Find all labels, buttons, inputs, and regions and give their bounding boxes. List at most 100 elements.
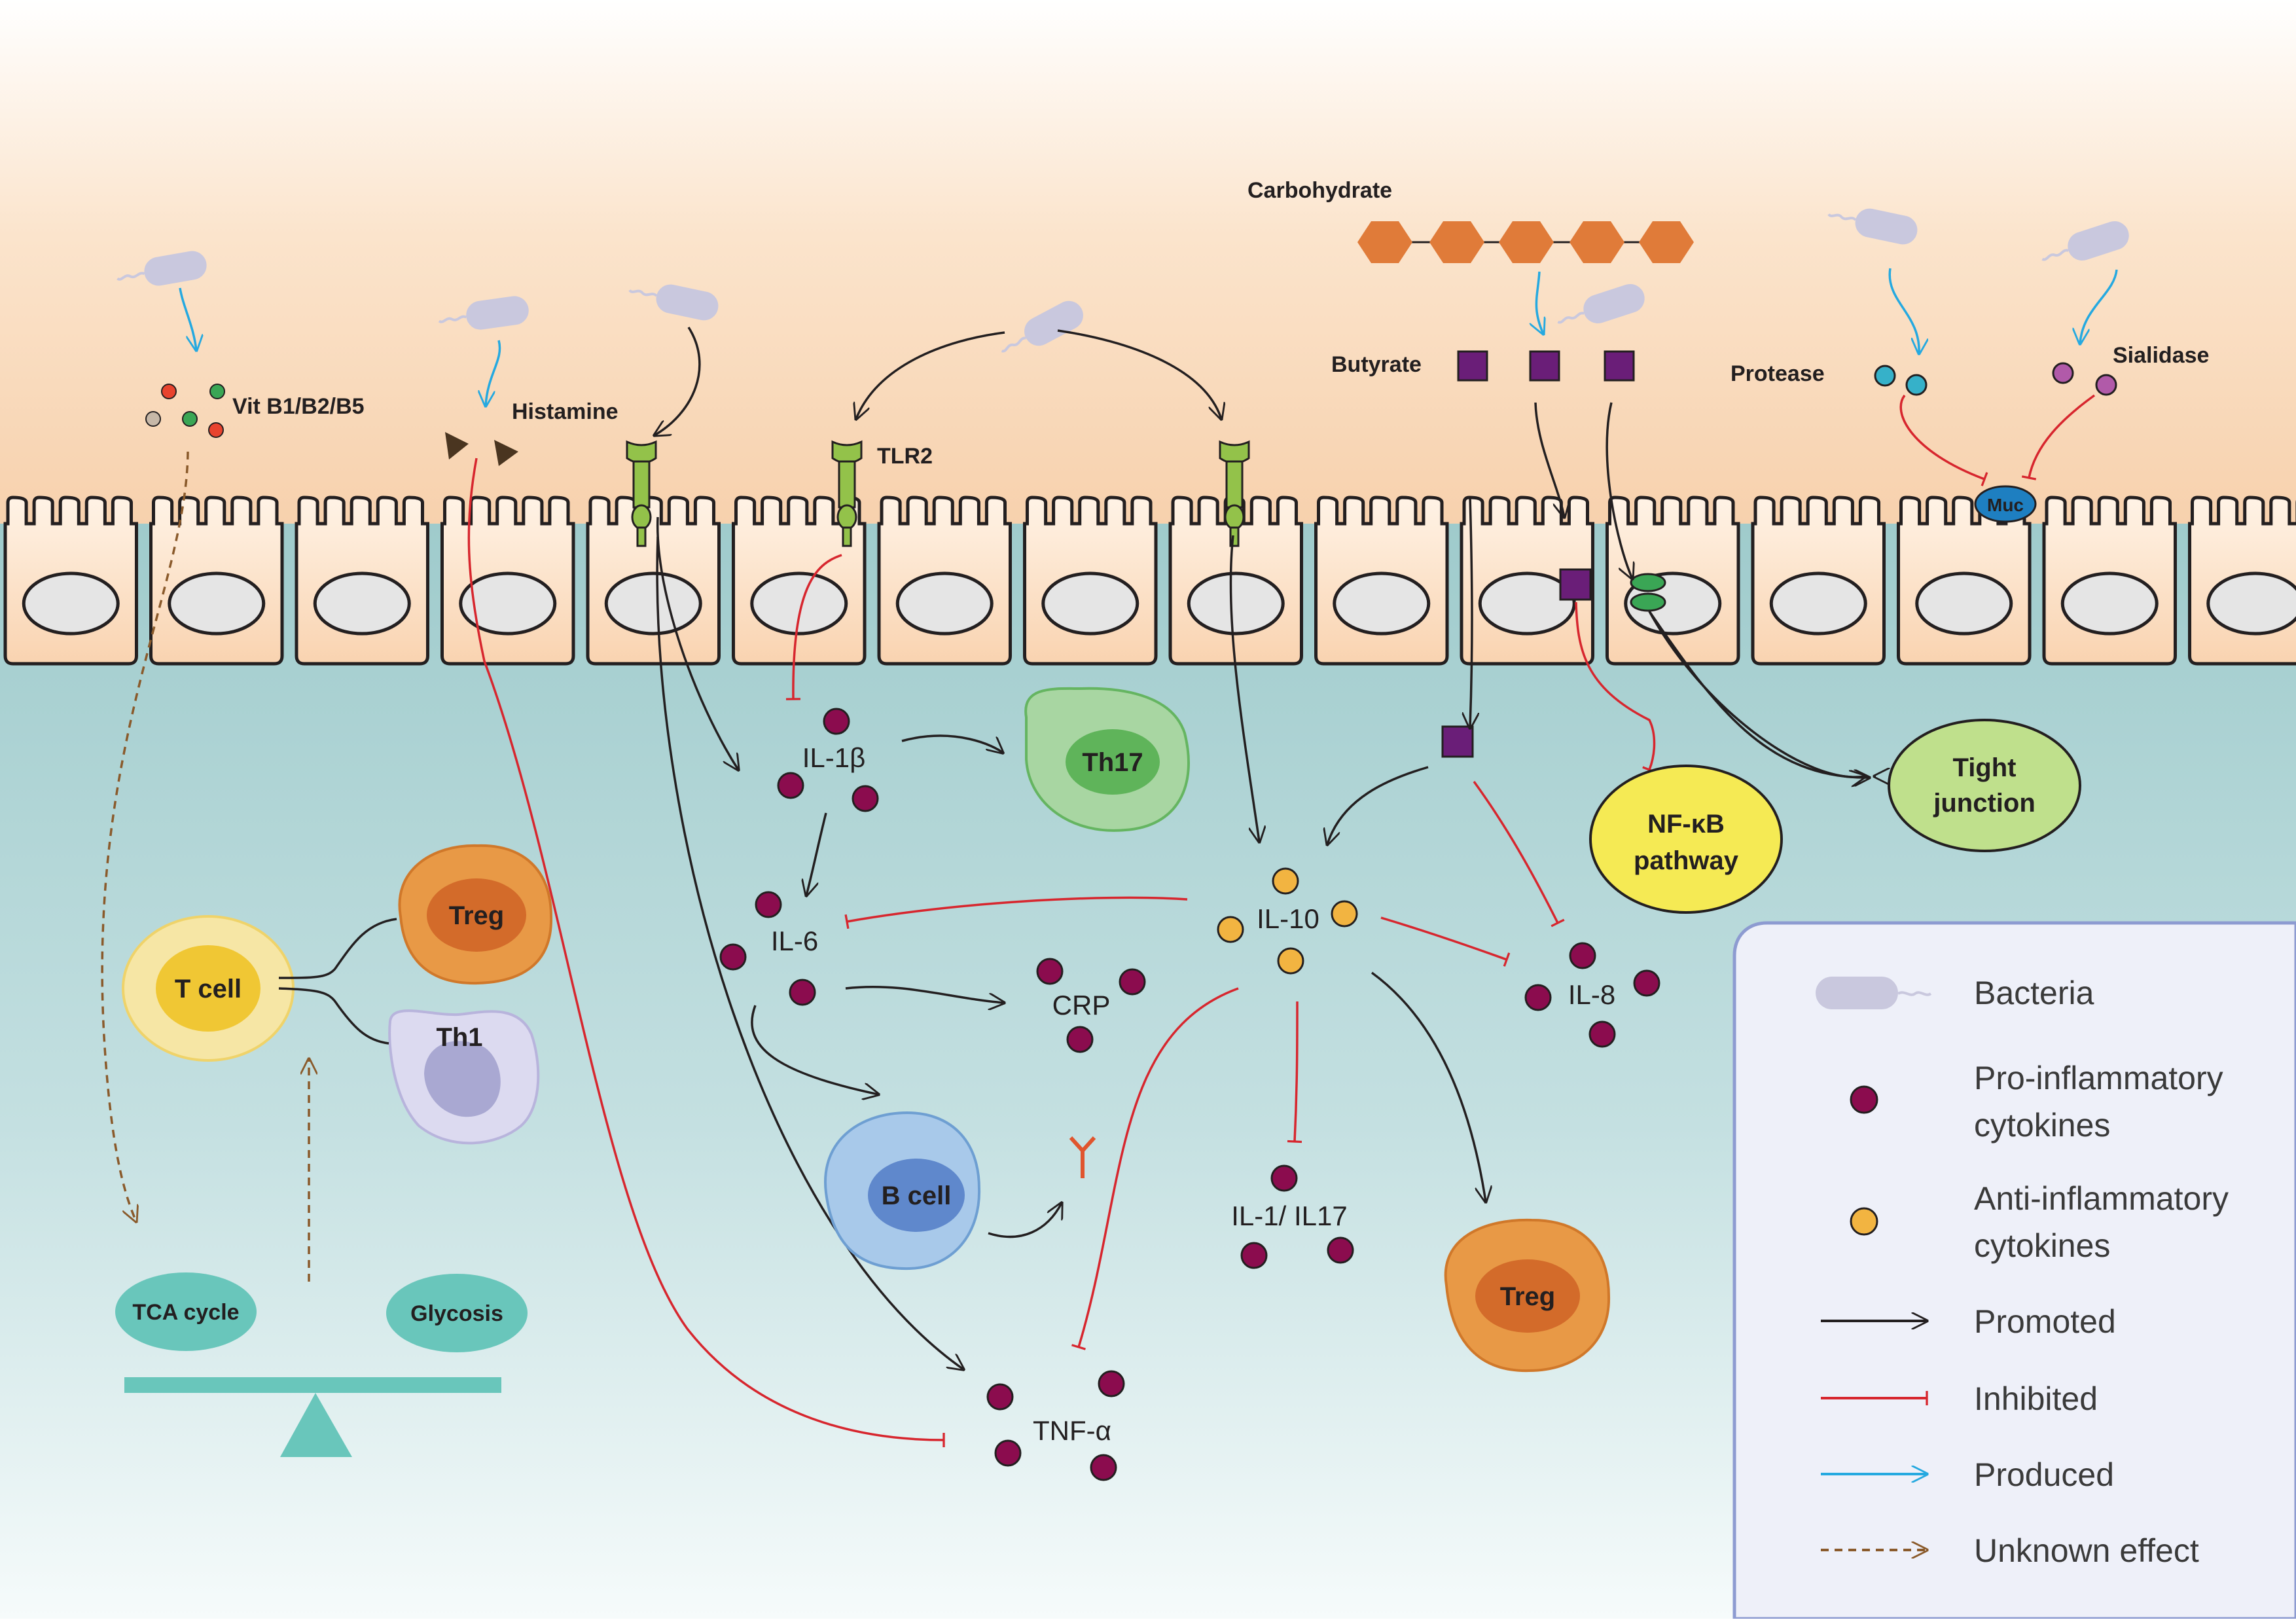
tlr2-tail — [637, 528, 645, 546]
pro-inflammatory-dot — [824, 709, 849, 734]
epithelial-nucleus — [2208, 573, 2296, 634]
pro-inflammatory-dot — [1570, 943, 1595, 968]
treg-label-left: Treg — [449, 901, 504, 930]
nfkb-pathway-node — [1590, 766, 1782, 912]
anti-inflammatory-dot — [1273, 869, 1298, 893]
treg-label-right: Treg — [1500, 1282, 1555, 1311]
tight-junction-label-line1: Tight — [1952, 753, 2016, 782]
epithelial-nucleus — [1335, 573, 1429, 634]
il1-il17-label: IL-1/ IL17 — [1231, 1200, 1347, 1231]
legend-pro-line1: Pro-inflammatory — [1974, 1060, 2223, 1096]
legend-pro-line2: cytokines — [1974, 1107, 2110, 1144]
butyrate-label: Butyrate — [1331, 352, 1422, 377]
pro-inflammatory-dot — [1099, 1371, 1124, 1396]
epithelial-layer — [5, 497, 2296, 664]
butyrate-square — [1530, 351, 1559, 380]
nfkb-label-line1: NF-κB — [1647, 810, 1725, 838]
epithelial-nucleus — [1189, 573, 1283, 634]
pro-inflammatory-dot — [1242, 1243, 1266, 1268]
tlr2-head — [1220, 442, 1249, 463]
tlr2-bulb — [838, 505, 856, 529]
tlr2-bulb — [1225, 505, 1244, 529]
pro-inflammatory-dot — [1590, 1022, 1615, 1047]
pro-inflammatory-dot — [778, 773, 803, 798]
legend-panel — [1734, 923, 2296, 1619]
pro-inflammatory-dot — [988, 1384, 1013, 1409]
butyrate-square-lamina — [1443, 727, 1473, 757]
th1-label: Th1 — [436, 1023, 482, 1052]
anti-inflammatory-dot — [1332, 901, 1357, 926]
tlr2-head — [833, 442, 861, 463]
epithelial-nucleus — [752, 573, 846, 634]
pro-inflammatory-dot — [721, 945, 745, 969]
il1b-label: IL-1β — [802, 742, 866, 773]
pro-inflammatory-dot — [853, 786, 878, 811]
mucin-label: Muc — [1987, 495, 2024, 515]
tlr2-head — [627, 442, 656, 463]
legend-bacteria-label: Bacteria — [1974, 975, 2094, 1011]
pro-inflammatory-dot — [1272, 1166, 1297, 1191]
pro-inflammatory-dot — [1328, 1238, 1353, 1263]
nfkb-label-line2: pathway — [1634, 846, 1739, 875]
epithelial-nucleus — [897, 573, 992, 634]
anti-inflammatory-dot — [1278, 948, 1303, 973]
protease-dot — [1907, 375, 1926, 395]
butyrate-square-intracellular — [1560, 569, 1590, 600]
tight-junction-label-line2: junction — [1933, 789, 2036, 818]
histamine-label: Histamine — [512, 399, 619, 424]
carbohydrate-label: Carbohydrate — [1247, 178, 1392, 203]
il10-label: IL-10 — [1257, 903, 1319, 934]
tlr2-tail — [843, 528, 851, 546]
b-cell-label: B cell — [882, 1181, 952, 1210]
epithelial-nucleus — [1917, 573, 2011, 634]
glycosis-label: Glycosis — [410, 1301, 503, 1326]
crp-label: CRP — [1052, 990, 1111, 1020]
tlr2-bulb — [632, 505, 651, 529]
pro-inflammatory-dot — [1091, 1455, 1116, 1480]
tlr2-label: TLR2 — [877, 444, 933, 469]
il6-label: IL-6 — [771, 926, 818, 956]
th17-label: Th17 — [1082, 748, 1143, 777]
pro-inflammatory-dot — [1067, 1027, 1092, 1052]
butyrate-square — [1458, 351, 1487, 380]
protease-dot — [1875, 366, 1895, 386]
legend-anti-inflammatory-dot — [1851, 1208, 1877, 1235]
lumen-background — [0, 0, 2296, 524]
tnfa-label: TNF-α — [1033, 1415, 1111, 1446]
epithelial-nucleus — [2062, 573, 2157, 634]
legend-promoted-label: Promoted — [1974, 1303, 2116, 1340]
legend: Bacteria Pro-inflammatory cytokines Anti… — [1734, 923, 2296, 1619]
pro-inflammatory-dot — [790, 980, 815, 1005]
tight-junction-node — [1889, 720, 2080, 851]
anti-inflammatory-dot — [1218, 917, 1243, 942]
epithelial-nucleus — [24, 573, 118, 634]
epithelial-nucleus — [606, 573, 700, 634]
butyrate-receptor — [1631, 574, 1665, 591]
pro-inflammatory-dot — [1120, 969, 1145, 994]
legend-anti-line2: cytokines — [1974, 1227, 2110, 1264]
pro-inflammatory-dot — [1634, 971, 1659, 996]
sialidase-dot — [2096, 375, 2116, 395]
vitamin-label: Vit B1/B2/B5 — [232, 394, 365, 419]
legend-unknown-label: Unknown effect — [1974, 1532, 2199, 1569]
pro-inflammatory-dot — [1526, 985, 1551, 1010]
il8-label: IL-8 — [1568, 979, 1615, 1010]
legend-pro-inflammatory-dot — [1851, 1087, 1877, 1113]
t-cell-label: T cell — [175, 975, 242, 1003]
epithelial-nucleus — [1043, 573, 1138, 634]
epithelial-nucleus — [1771, 573, 1865, 634]
legend-inhibited-label: Inhibited — [1974, 1380, 2098, 1417]
butyrate-square — [1605, 351, 1634, 380]
sialidase-dot — [2053, 363, 2073, 383]
tca-cycle-label: TCA cycle — [132, 1300, 239, 1325]
tlr2-stem — [634, 461, 649, 507]
tlr2-stem — [1227, 461, 1242, 507]
protease-label: Protease — [1731, 361, 1825, 386]
tlr2-stem — [839, 461, 855, 507]
legend-produced-label: Produced — [1974, 1456, 2114, 1493]
butyrate-receptor — [1631, 594, 1665, 611]
legend-anti-line1: Anti-inflammatory — [1974, 1180, 2229, 1217]
pro-inflammatory-dot — [756, 892, 781, 917]
